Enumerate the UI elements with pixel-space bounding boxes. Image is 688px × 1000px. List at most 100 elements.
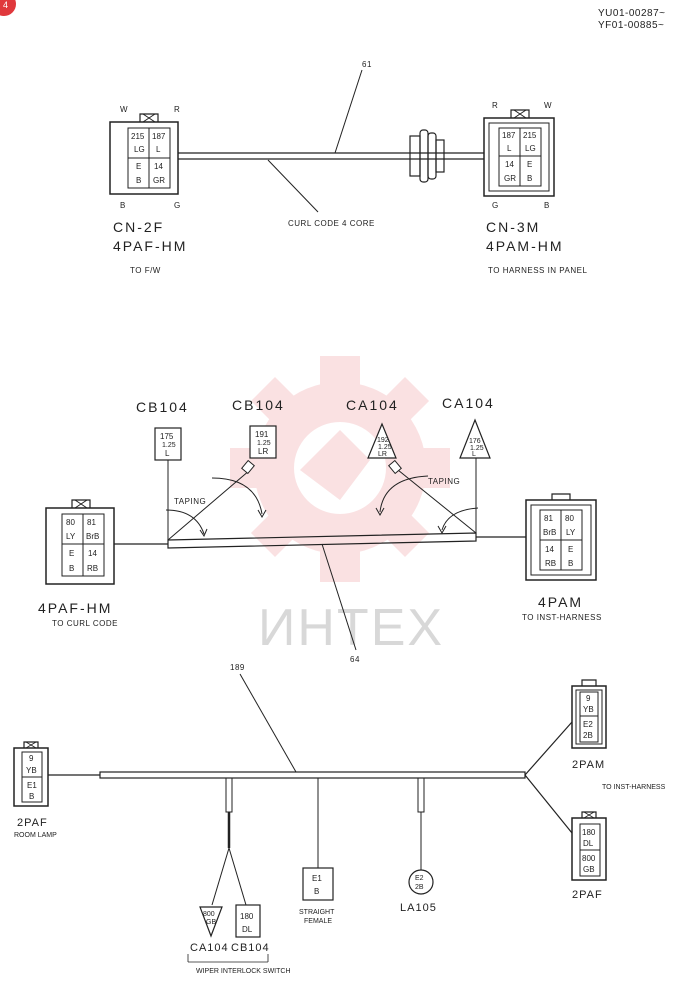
cn2f-corner-r: R xyxy=(174,105,180,114)
wiper-label-b: CB104 xyxy=(231,942,270,954)
tap2-label: CB104 xyxy=(232,397,285,413)
tap3-number: 192 xyxy=(377,437,389,444)
cn2f-corner-g: G xyxy=(174,201,181,210)
cn2f-name: CN-2F xyxy=(113,219,164,235)
cn3m-dest: TO HARNESS IN PANEL xyxy=(488,266,588,275)
c4paf-cell-6: 14 xyxy=(88,549,97,558)
tap1-size: 1.25 xyxy=(162,442,176,449)
la105-cell-2: 2B xyxy=(415,884,424,891)
paf2-cell-3: 800 xyxy=(582,854,596,863)
c4paf-cell-4: BrB xyxy=(86,532,99,541)
grommet xyxy=(409,129,445,183)
room-lamp-dest: ROOM LAMP xyxy=(14,832,57,839)
cn2f-cell-7: B xyxy=(136,176,141,185)
straight-cell-1: E1 xyxy=(312,874,322,883)
c4pam-type: 4PAM xyxy=(538,594,583,610)
connector-2pam: 9 YB E2 2B xyxy=(571,679,607,749)
tap4-number: 176 xyxy=(469,438,481,445)
room-lamp-cell-4: B xyxy=(29,792,34,801)
room-lamp-cell-1: 9 xyxy=(29,754,34,763)
wiper-box-top: 180 xyxy=(240,912,254,921)
c4paf-type: 4PAF-HM xyxy=(38,600,112,616)
room-lamp-cell-2: YB xyxy=(26,766,37,775)
c4paf-cell-3: LY xyxy=(66,532,76,541)
tap1-color: L xyxy=(165,449,170,458)
c4paf-cell-7: B xyxy=(69,564,74,573)
tap3-color: LR xyxy=(378,451,387,458)
taping-left-label: TAPING xyxy=(174,497,206,506)
connector-4pam: 81 80 BrB LY 14 E RB B xyxy=(525,493,597,581)
section-room-lamp-harness: 189 9 YB E1 B 2PAF ROOM LAMP xyxy=(13,663,666,975)
corner-badge-number: 4 xyxy=(3,0,9,10)
tap3-size: 1.25 xyxy=(378,444,392,451)
pam2-cell-1: 9 xyxy=(586,694,591,703)
c4pam-cell-7: RB xyxy=(545,559,556,568)
connector-cn-2f: 215 187 LG L E 14 B GR W R B G xyxy=(109,105,181,210)
wiper-label-a: CA104 xyxy=(190,942,229,954)
section2-ref: 64 xyxy=(350,655,360,664)
cn3m-cell-8: B xyxy=(527,174,532,183)
pam2-cell-2: YB xyxy=(583,705,594,714)
c4pam-cell-5: 14 xyxy=(545,545,554,554)
cn2f-cell-4: L xyxy=(156,145,161,154)
cn3m-corner-b: B xyxy=(544,201,550,210)
straight-cell-2: B xyxy=(314,887,319,896)
cn2f-corner-b: B xyxy=(120,201,126,210)
section1-ref: 61 xyxy=(362,60,372,69)
tap4-label: CA104 xyxy=(442,395,495,411)
c4pam-cell-4: LY xyxy=(566,528,576,537)
connector-cn-3m: 187 215 L LG 14 E GR B R W G B xyxy=(483,101,555,210)
doc-code-line2: YF01-00885~ xyxy=(598,20,664,31)
section-inst-harness: 64 175 1.25 L 191 1.25 LR 192 1.25 LR 17… xyxy=(38,395,602,664)
section-curl-cord: 61 CURL CODE 4 CORE 215 187 LG L E 14 B … xyxy=(109,60,588,275)
room-lamp-type: 2PAF xyxy=(17,817,48,829)
wiper-box-bottom: DL xyxy=(242,925,253,934)
cn2f-cell-3: LG xyxy=(134,145,145,154)
cn2f-cell-5: E xyxy=(136,162,141,171)
connector-2paf-right: 180 DL 800 GB xyxy=(571,811,607,881)
cn3m-cell-5: 14 xyxy=(505,160,514,169)
cn2f-corner-w: W xyxy=(120,105,128,114)
cn3m-cell-7: GR xyxy=(504,174,516,183)
cn3m-corner-g: G xyxy=(492,201,499,210)
la105-cell-1: E2 xyxy=(415,875,424,882)
cn3m-cell-6: E xyxy=(527,160,532,169)
c4pam-cell-3: BrB xyxy=(543,528,556,537)
room-lamp-cell-3: E1 xyxy=(27,781,37,790)
wiper-tri-top: 800 xyxy=(203,911,215,918)
tap1-label: CB104 xyxy=(136,399,189,415)
c4pam-cell-6: E xyxy=(568,545,573,554)
cable-label: CURL CODE 4 CORE xyxy=(288,219,375,228)
c4paf-cell-1: 80 xyxy=(66,518,75,527)
wiper-caption: WIPER INTERLOCK SWITCH xyxy=(196,968,291,975)
wiper-tri-bottom: GB xyxy=(206,919,216,926)
cn2f-cell-6: 14 xyxy=(154,162,163,171)
straight-caption-1: STRAIGHT xyxy=(299,909,335,916)
tap2-size: 1.25 xyxy=(257,440,271,447)
c4paf-cell-2: 81 xyxy=(87,518,96,527)
cn2f-cell-8: GR xyxy=(153,176,165,185)
c4paf-dest: TO CURL CODE xyxy=(52,619,118,628)
tap3-label: CA104 xyxy=(346,397,399,413)
c4pam-cell-1: 81 xyxy=(544,514,553,523)
la105-label: LA105 xyxy=(400,902,437,914)
cn3m-name: CN-3M xyxy=(486,219,540,235)
paf2-cell-4: GB xyxy=(583,865,595,874)
watermark-text: ИНТЕХ xyxy=(258,599,444,657)
cn2f-dest: TO F/W xyxy=(130,266,161,275)
cn3m-corner-w: W xyxy=(544,101,552,110)
pam2-cell-3: E2 xyxy=(583,720,593,729)
taping-right-label: TAPING xyxy=(428,477,460,486)
right-branch-dest: TO INST-HARNESS xyxy=(602,784,666,791)
cn3m-cell-1: 187 xyxy=(502,131,516,140)
c4paf-cell-5: E xyxy=(69,549,74,558)
tap4-color: L xyxy=(472,451,476,458)
section3-ref: 189 xyxy=(230,663,245,672)
pam2-type: 2PAM xyxy=(572,759,605,771)
c4pam-dest: TO INST-HARNESS xyxy=(522,613,602,622)
watermark-logo xyxy=(230,356,450,582)
c4paf-cell-8: RB xyxy=(87,564,98,573)
c4pam-cell-2: 80 xyxy=(565,514,574,523)
